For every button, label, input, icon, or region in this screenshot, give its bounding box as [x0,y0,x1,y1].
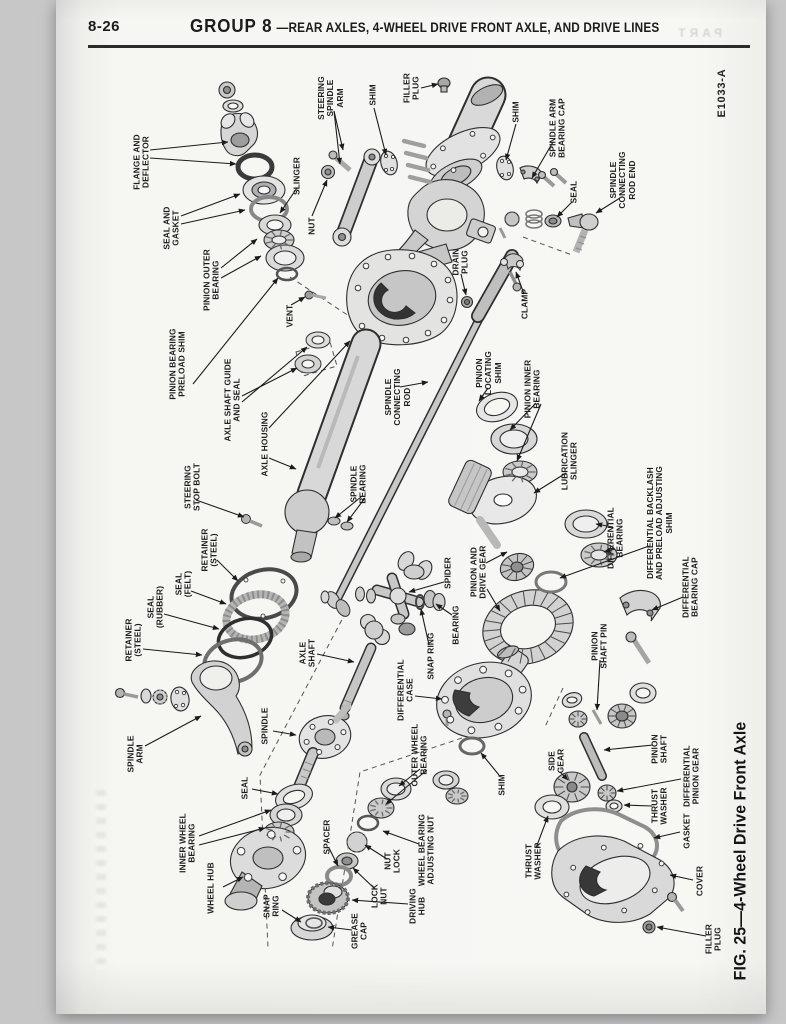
axle-housing-assembly [284,76,507,563]
paper-sheet [56,0,766,1014]
wheel-hub-chain [224,702,412,941]
group-subtitle: —REAR AXLES, 4-WHEEL DRIVE FRONT AXLE, A… [276,20,660,35]
part-label-spindle: SPINDLE [259,707,270,745]
bearing-cap-cluster [496,155,599,254]
part-label-spider: SPIDER [442,557,453,589]
part-label-shim-differential: SHIM [496,774,507,796]
part-label-seal-rod: SEAL [568,180,579,204]
seal-retainer-stack [114,567,299,757]
part-label-axle-housing: AXLE HOUSING [259,411,270,477]
part-label-shim-bearing-cap: SHIM [510,101,521,123]
callout-arrows [142,82,707,937]
small-fittings [241,290,354,531]
part-label-seal-hub: SEAL [239,776,250,800]
bleed-through-artifact [96,790,106,970]
figure-caption: FIG. 25—4-Wheel Drive Front Axle [731,721,750,981]
part-label-spacer: SPACER [321,819,332,855]
differential-case-part [432,645,532,805]
pinion-flange-chain [218,81,305,282]
part-label-seal-rubber: SEAL(RUBBER) [145,585,165,629]
part-label-seal-felt: SEAL(FELT) [173,570,193,598]
header-rule [88,45,750,48]
part-label-gasket: GASKET [681,813,692,849]
part-label-snap-ring-upper: SNAP RING [425,632,436,680]
page-number: 8-26 [88,18,121,35]
part-label-slinger: SLINGER [291,157,302,195]
part-label-shim-steering: SHIM [367,84,378,106]
part-label-retainer-steel-lower: RETAINER(STEEL) [123,618,143,662]
part-label-retainer-steel-upper: RETAINER(STEEL) [199,528,219,572]
part-label-wheel-hub: WHEEL HUB [205,862,216,914]
page-title: GROUP 8 —REAR AXLES, 4-WHEEL DRIVE FRONT… [190,16,688,37]
spindle-connecting-rod-part [320,249,524,617]
u-joint-cluster [338,551,446,721]
part-label-cover: COVER [694,865,705,897]
group-label: GROUP 8 [190,16,273,36]
part-label-bearing: BEARING [450,605,461,645]
cover-assembly [551,807,685,934]
part-label-clamp: CLAMP [519,288,530,320]
part-label-vent: VENT [284,304,295,328]
pinion-stack [448,391,661,665]
part-label-nut: NUT [306,217,317,235]
figure-code: E1033-A [716,68,728,118]
steering-arm-cluster [320,77,451,247]
